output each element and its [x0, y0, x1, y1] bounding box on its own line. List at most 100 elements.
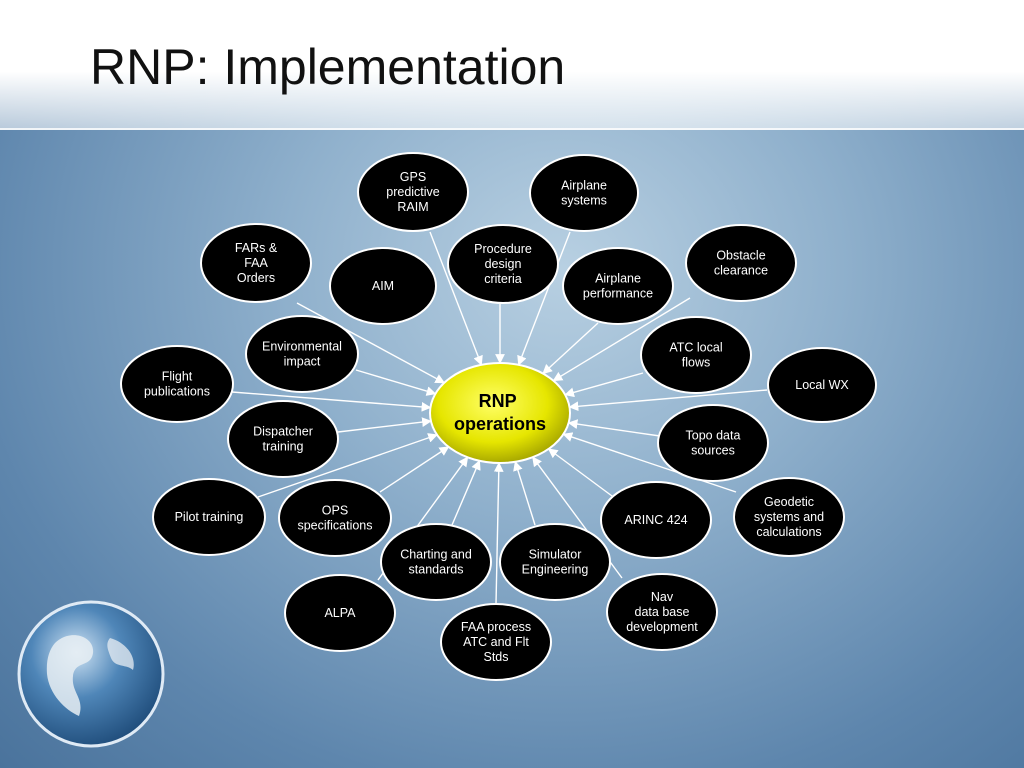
node-shape-ops-specifications [278, 479, 392, 557]
arrow-airplane-performance [542, 322, 599, 375]
node-label-line: Airplane [595, 272, 641, 286]
svg-text:RNP operations: RNP operations [454, 391, 546, 434]
node-shape-fars-faa-orders [200, 223, 312, 303]
node-label-line: systems and [754, 510, 824, 524]
node-shape-atc-local-flows [640, 316, 752, 394]
node-label-line: Nav [651, 590, 674, 604]
node-label-line: data base [635, 605, 690, 619]
node-shape-pilot-training [152, 478, 266, 556]
node-label-line: systems [561, 194, 607, 208]
node-label-line: FAA process [461, 620, 531, 634]
node-shape-flight-publications [120, 345, 234, 423]
arrow-geodetic-systems [562, 432, 737, 493]
node-label-line: OPS [322, 504, 348, 518]
node-label-line: impact [284, 355, 321, 369]
node-shape-environmental-impact [245, 315, 359, 393]
node-label-line: ATC local [669, 341, 722, 355]
node-label-line: standards [409, 563, 464, 577]
node-label-line: Procedure [474, 242, 532, 256]
node-alpa: ALPA [284, 574, 396, 652]
node-label-line: Obstacle [716, 249, 765, 263]
title-divider [0, 128, 1024, 130]
node-label-line: Engineering [522, 563, 589, 577]
arrow-faa-process [493, 462, 504, 605]
arrow-arinc-424 [547, 448, 613, 497]
node-arinc-424: ARINC 424 [600, 481, 712, 559]
node-label-line: Topo data [686, 429, 741, 443]
arrow-environmental-impact [355, 369, 437, 396]
node-label-line: FAA [244, 256, 268, 270]
node-shape-faa-process [440, 603, 552, 681]
node-label-line: clearance [714, 264, 768, 278]
node-shape-airplane-performance [562, 247, 674, 325]
node-label-line: criteria [484, 272, 522, 286]
node-label-line: flows [682, 356, 710, 370]
arrow-simulator-engineering [513, 460, 536, 526]
center-node-rnp-operations: RNP operations [429, 362, 571, 464]
arrow-local-wx [568, 389, 768, 412]
node-label-line: FARs & [235, 241, 278, 255]
node-shape-arinc-424 [600, 481, 712, 559]
node-label-line: Charting and [400, 548, 472, 562]
node-label-line: ARINC 424 [624, 513, 687, 527]
node-label-line: Local WX [795, 378, 849, 392]
node-label-line: calculations [756, 525, 821, 539]
node-label-line: ALPA [324, 606, 356, 620]
node-label-pilot-training: Pilot training [175, 510, 244, 524]
node-label-line: Stds [483, 650, 508, 664]
arrow-obstacle-clearance [552, 297, 691, 382]
arrow-pilot-training [257, 433, 438, 498]
node-shape-aim [329, 247, 437, 325]
node-label-line: Environmental [262, 340, 342, 354]
node-shape-dispatcher-training [227, 400, 339, 478]
node-label-line: Pilot training [175, 510, 244, 524]
node-label-line: Orders [237, 271, 275, 285]
node-label-alpa: ALPA [324, 606, 356, 620]
node-shape-topo-data-sources [657, 404, 769, 482]
node-label-line: RAIM [397, 200, 428, 214]
node-shape-local-wx [767, 347, 877, 423]
arrow-fars-faa-orders [296, 302, 446, 384]
node-label-line: predictive [386, 185, 440, 199]
arrow-charting-and-standards [451, 459, 481, 526]
node-shape-nav-database [606, 573, 718, 651]
node-shape-procedure-design-criteria [447, 224, 559, 304]
arrow-ops-specifications [379, 446, 450, 493]
node-label-line: performance [583, 287, 653, 301]
title-band [0, 0, 1024, 130]
node-label-aim: AIM [372, 279, 394, 293]
node-label-line: Simulator [529, 548, 582, 562]
node-label-line: specifications [297, 519, 372, 533]
